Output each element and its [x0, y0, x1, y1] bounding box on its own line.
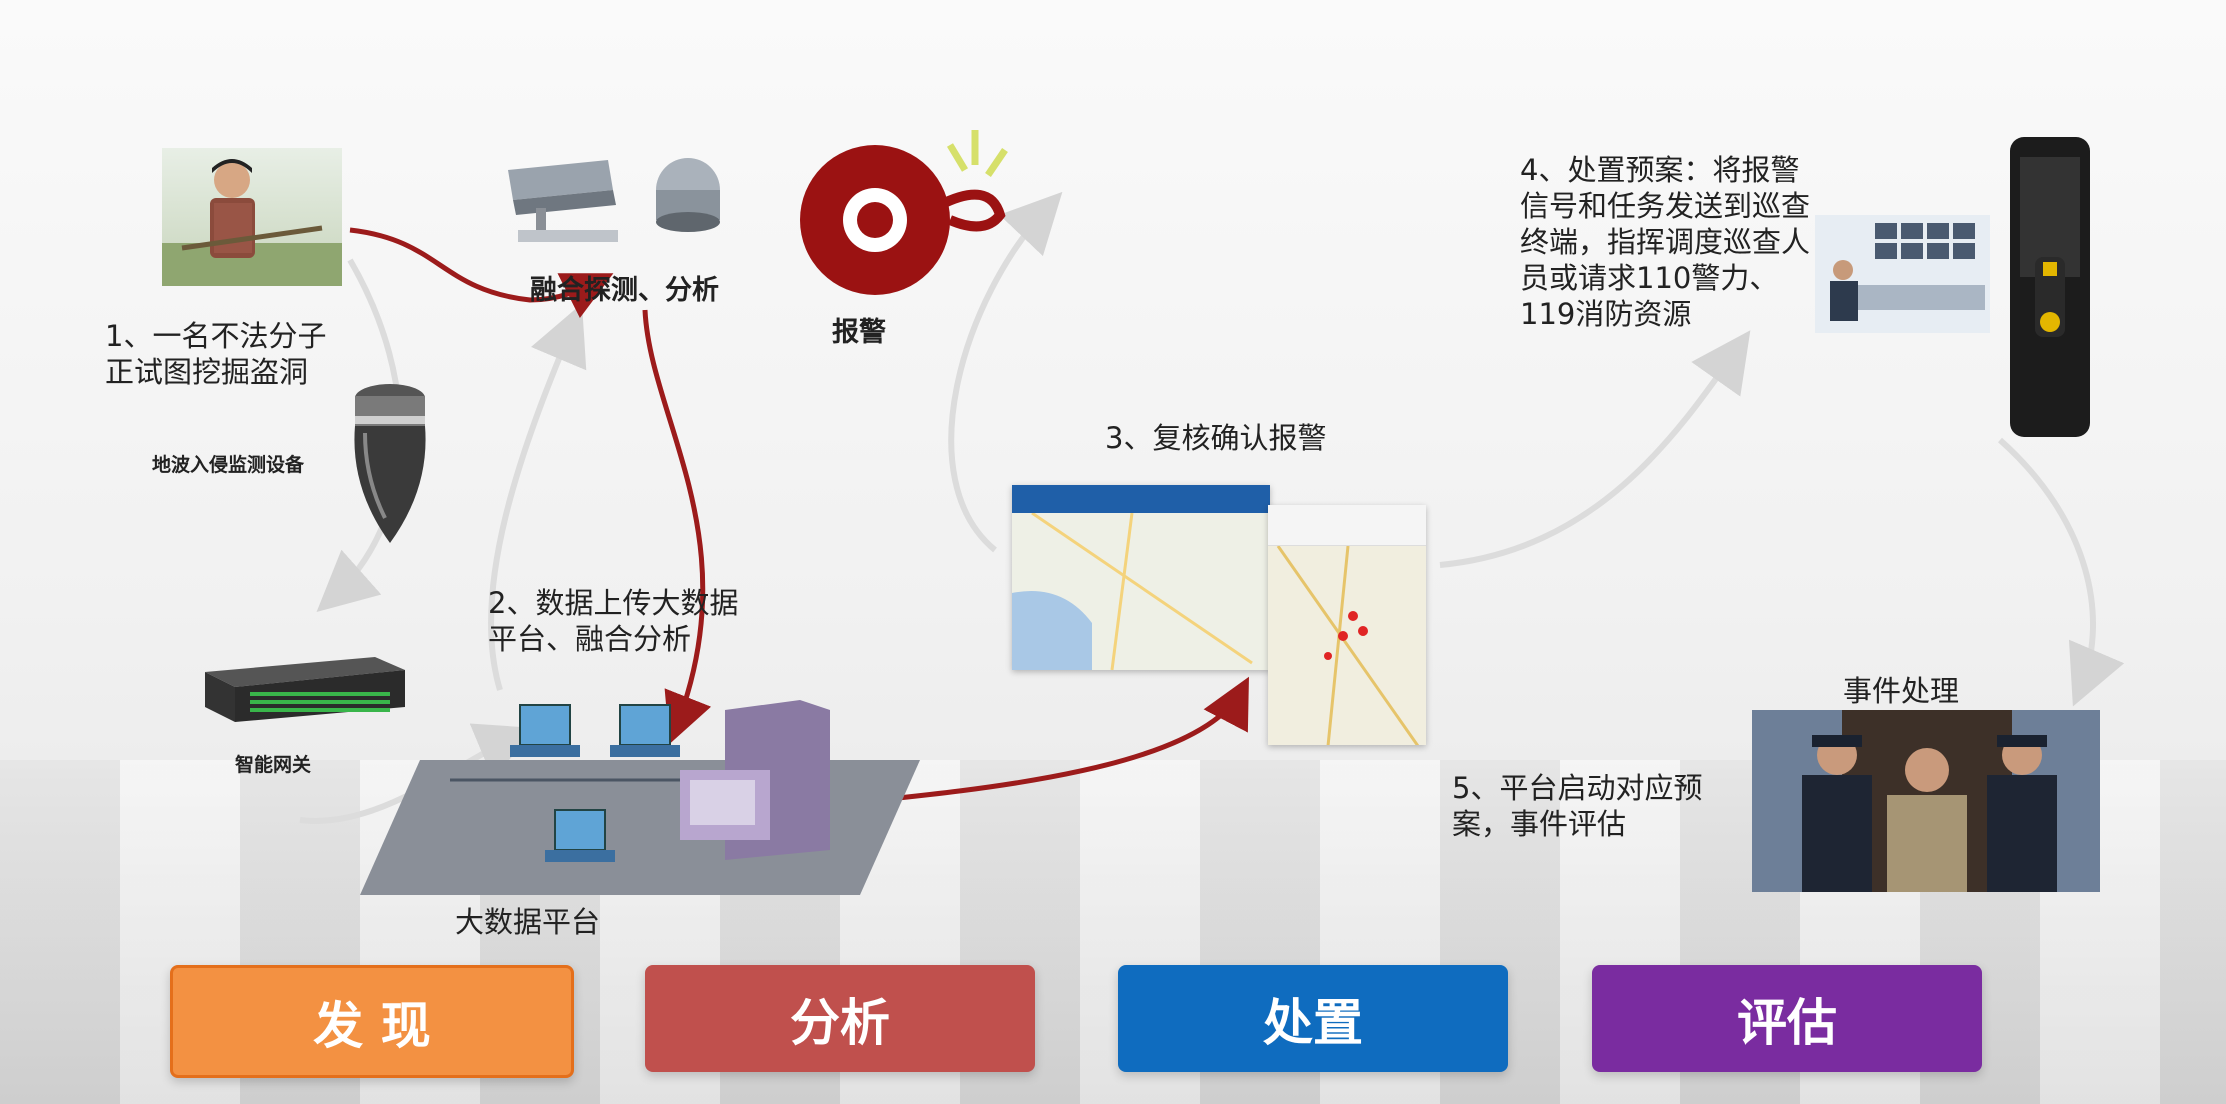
stage-evaluate-button[interactable]: 评估 — [1592, 965, 1982, 1072]
step1-label: 1、一名不法分子正试图挖掘盗洞 — [105, 319, 327, 389]
person-icon — [162, 159, 342, 286]
smart-gateway-device — [205, 652, 405, 722]
network-icon — [360, 700, 920, 895]
bigdata-label: 大数据平台 — [455, 905, 601, 939]
stage-analyze-button[interactable]: 分析 — [645, 965, 1035, 1072]
gateway-icon — [205, 657, 405, 722]
grey-arrow-review-to-terminal — [1439, 330, 1751, 568]
camera-icon — [508, 158, 720, 242]
red-arrow-fusion-to-platform — [642, 309, 712, 744]
ground-wave-label: 地波入侵监测设备 — [152, 454, 305, 476]
cameras — [498, 150, 728, 250]
grey-arrow-review-to-alarm — [948, 191, 1063, 553]
event-label: 事件处理 — [1843, 674, 1960, 708]
stage-discover-button[interactable]: 发 现 — [170, 965, 574, 1078]
ground-wave-sensor — [340, 378, 440, 548]
sensor-icon — [354, 384, 426, 543]
alarm-icon — [800, 130, 1008, 295]
grey-arrow-terminal-to-event — [1998, 437, 2125, 707]
monitor-wall-icon — [1815, 215, 1990, 333]
review-map-desktop — [1012, 485, 1270, 670]
fusion-label: 融合探测、分析 — [530, 275, 719, 306]
server-icon — [680, 700, 830, 860]
patrol-terminal — [2000, 132, 2100, 442]
pc-icon — [510, 704, 580, 757]
step2-label: 2、数据上传大数据平台、融合分析 — [488, 586, 739, 656]
step5-label: 5、平台启动对应预案，事件评估 — [1452, 771, 1703, 841]
map-icon — [1012, 511, 1270, 670]
command-center-photo — [1815, 215, 1990, 333]
red-arrow-person-to-fusion — [349, 227, 614, 319]
police-icon — [1752, 710, 2100, 892]
handheld-device-icon — [2010, 137, 2090, 437]
alarm-bell — [790, 120, 1030, 300]
grey-arrow-platform-to-fusion — [488, 303, 587, 691]
arrest-photo — [1752, 710, 2100, 892]
gateway-label: 智能网关 — [235, 754, 312, 776]
step4-label: 4、处置预案：将报警信号和任务发送到巡查终端，指挥调度巡查人员或请求110警力、… — [1520, 153, 1811, 331]
step3-label: 3、复核确认报警 — [1105, 421, 1327, 455]
pc-icon — [545, 809, 615, 862]
pc-icon — [610, 704, 680, 757]
intruder-photo — [162, 148, 342, 286]
alarm-label: 报警 — [832, 317, 886, 348]
big-data-platform — [360, 700, 920, 900]
review-map-mobile — [1268, 505, 1426, 745]
map-pin-icon — [1268, 545, 1426, 745]
stage-handle-button[interactable]: 处置 — [1118, 965, 1508, 1072]
